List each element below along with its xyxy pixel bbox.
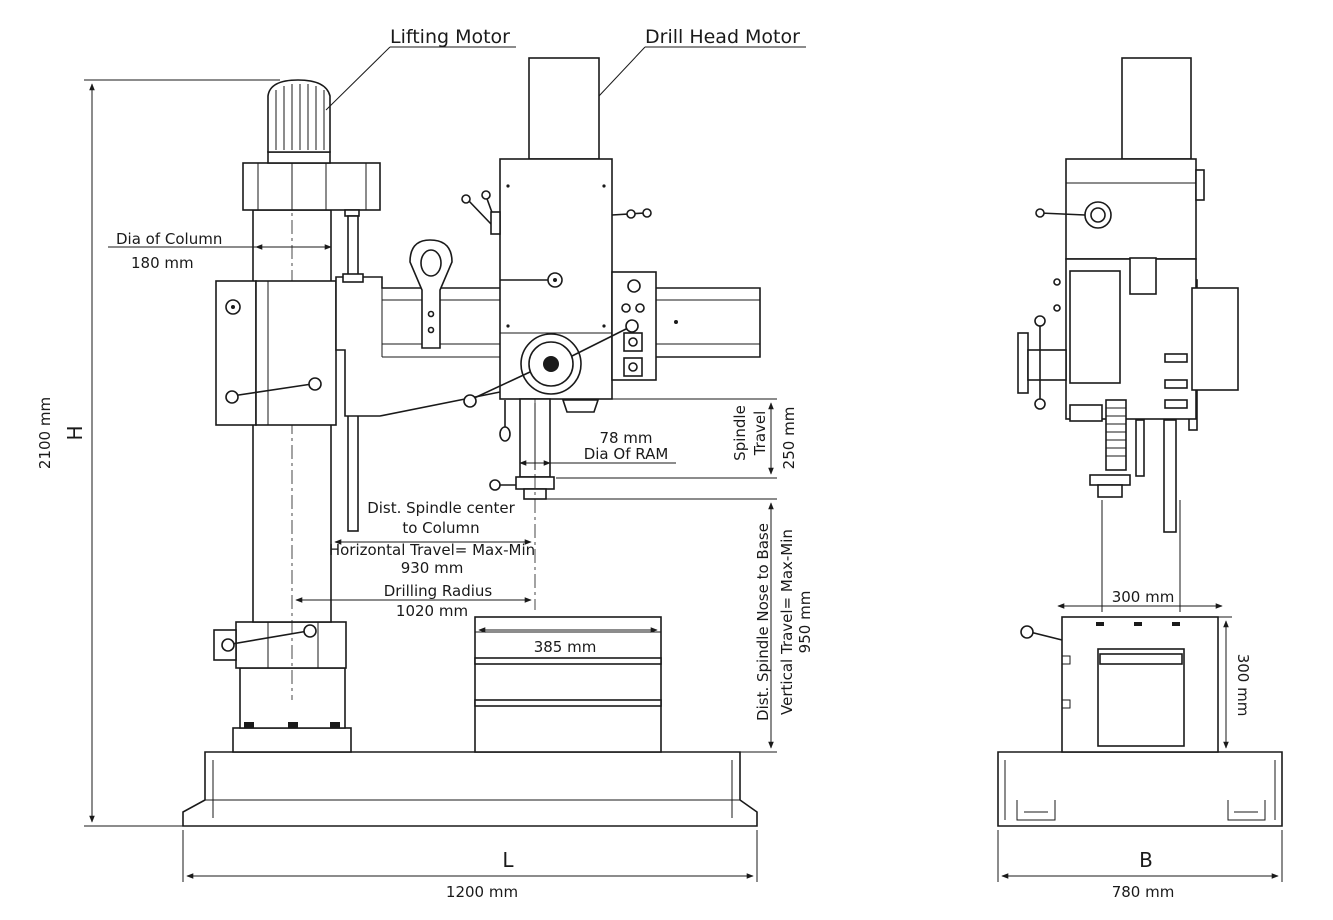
dist-nose-base-label: Dist. Spindle Nose to Base [754,523,772,721]
length-symbol: L [502,848,514,872]
length-value: 1200 mm [446,883,518,901]
drill-head [461,57,678,413]
spindle-travel-value: 250 mm [780,407,798,470]
column [252,170,332,700]
lifting-motor-label: Lifting Motor [390,26,510,48]
callout-leaders [325,46,806,111]
spindle-travel-line1: Spindle [731,405,749,461]
side-table [1020,616,1219,753]
dist-spindle-col-line2: to Column [402,519,479,537]
front-view: Lifting Motor Drill Head Motor Dia of Co… [36,26,814,901]
horizontal-travel-value: 930 mm [401,559,464,577]
column-clamp [213,621,347,669]
spindle-travel-line2: Travel [751,411,769,457]
height-value: 2100 mm [36,397,54,469]
arm-carriage [215,280,337,426]
front-dimension-lines [84,79,777,882]
machine-base [182,751,758,827]
breadth-symbol: B [1139,848,1153,872]
dist-spindle-col-line1: Dist. Spindle center [367,499,515,517]
ram-dia-label: Dia Of RAM [584,445,669,463]
side-drill-head [1017,57,1239,498]
dia-column-value: 180 mm [131,254,194,272]
vertical-travel-value: 950 mm [796,591,814,654]
vertical-travel-label: Vertical Travel= Max-Min [778,529,796,715]
horizontal-travel-label: Horizontal Travel= Max-Min [329,541,535,559]
height-symbol: H [63,425,87,440]
side-table-height-value: 300 mm [1234,654,1252,717]
column-base [232,667,352,753]
drilling-radius-label: Drilling Radius [384,582,493,600]
dia-column-label: Dia of Column [116,230,222,248]
side-view-labels: 300 mm 300 mm B 780 mm [1112,588,1252,901]
breadth-value: 780 mm [1112,883,1175,901]
side-view: 300 mm 300 mm B 780 mm [997,57,1283,901]
work-table [474,616,662,753]
drilling-radius-value: 1020 mm [396,602,468,620]
table-width-value: 385 mm [534,638,597,656]
side-table-width-value: 300 mm [1112,588,1175,606]
side-base [997,751,1283,827]
spindle [489,398,555,500]
drill-head-motor-label: Drill Head Motor [645,26,800,48]
front-view-labels: Lifting Motor Drill Head Motor Dia of Co… [36,26,814,901]
lifting-motor [242,79,381,217]
side-dimension-lines [997,500,1283,882]
ram-dia-value: 78 mm [599,429,652,447]
side-lift-screw [1163,419,1177,533]
